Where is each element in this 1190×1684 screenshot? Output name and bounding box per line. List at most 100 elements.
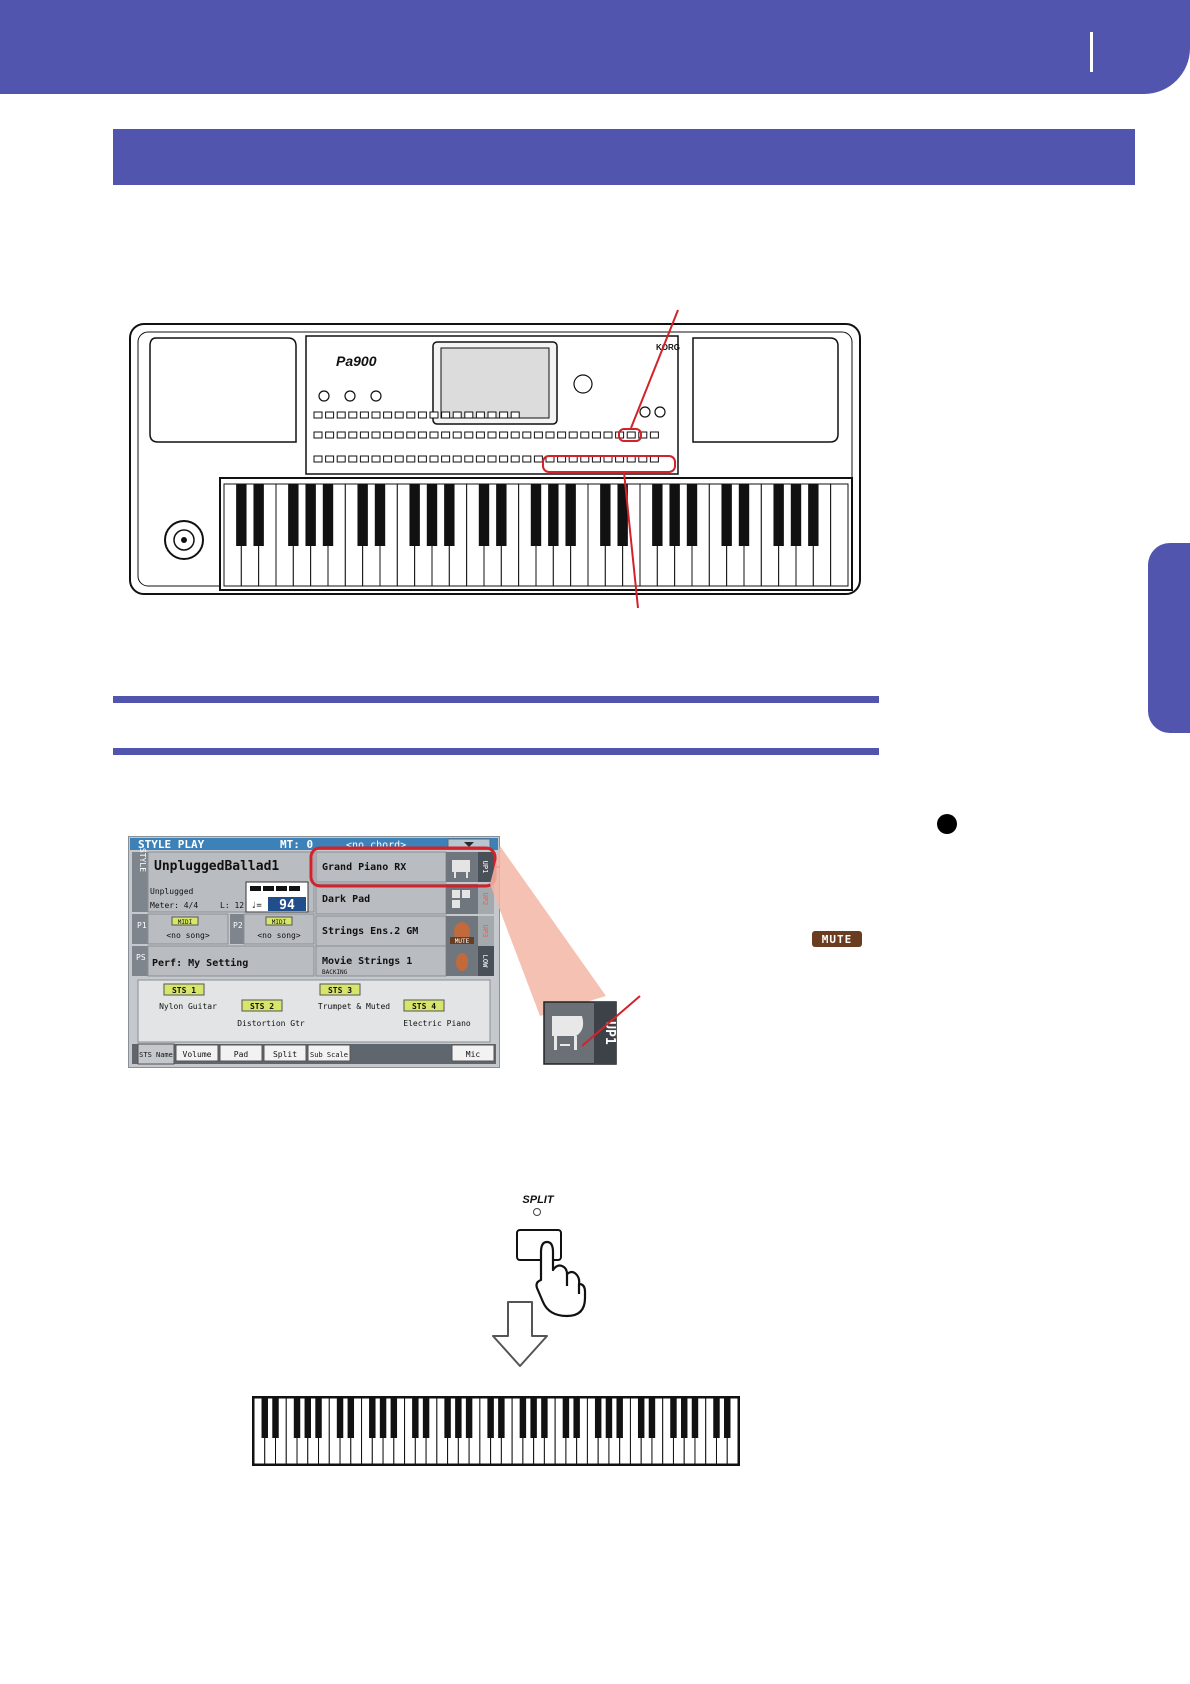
split-keyboard-diagram xyxy=(252,1396,740,1466)
midi-badge-1: MIDI xyxy=(178,919,193,926)
black-key xyxy=(444,1398,451,1438)
panel-button xyxy=(452,431,462,439)
zoomed-grand-piano-icon xyxy=(552,1016,584,1050)
panel-button xyxy=(348,455,358,463)
mute-badge-label: MUTE xyxy=(821,932,853,946)
keyboard-lcd-screen xyxy=(440,347,550,419)
black-key xyxy=(652,484,663,546)
split-led xyxy=(533,1208,541,1216)
mute-badge: MUTE xyxy=(812,931,862,947)
panel-button xyxy=(452,411,462,419)
black-key xyxy=(530,484,542,546)
panel-button xyxy=(336,411,346,419)
black-key xyxy=(409,484,420,546)
panel-button xyxy=(464,431,474,439)
black-key xyxy=(686,484,698,546)
zoom-detail: UP1 xyxy=(490,846,641,1065)
panel-button xyxy=(394,431,404,439)
black-key xyxy=(261,1398,268,1438)
callout-line-zoom xyxy=(581,995,641,1047)
black-key xyxy=(236,484,247,546)
black-key xyxy=(594,1398,602,1438)
panel-button xyxy=(417,431,427,439)
down-arrow-icon xyxy=(492,1301,548,1367)
song-2: <no song> xyxy=(257,931,301,940)
panel-button xyxy=(452,455,462,463)
chevron-down-icon xyxy=(464,842,474,847)
black-key xyxy=(617,484,628,546)
black-key xyxy=(808,484,819,546)
black-key xyxy=(790,484,802,546)
black-key xyxy=(530,1398,537,1438)
main-keys xyxy=(223,483,849,587)
panel-button xyxy=(603,431,613,439)
black-key xyxy=(336,1398,344,1438)
panel-button xyxy=(371,455,381,463)
black-key xyxy=(605,1398,613,1438)
panel-button xyxy=(348,411,358,419)
sts-1-button: STS 1 xyxy=(172,986,196,995)
panel-button xyxy=(406,431,416,439)
black-key xyxy=(669,484,680,546)
ps-label: PS xyxy=(136,953,146,962)
panel-button xyxy=(510,411,520,419)
black-key xyxy=(600,484,611,546)
p2-label: P2 xyxy=(233,921,243,930)
black-key xyxy=(422,1398,430,1438)
black-key xyxy=(541,1398,548,1438)
zoom-wedge xyxy=(490,846,606,1016)
panel-button xyxy=(499,455,509,463)
panel-button xyxy=(429,411,439,419)
panel-button xyxy=(417,411,427,419)
style-tab-label: STYLE xyxy=(138,848,147,872)
panel-button xyxy=(348,431,358,439)
panel-button xyxy=(522,431,532,439)
sts-buttons xyxy=(163,983,445,1012)
black-key xyxy=(616,1398,623,1438)
panel-button xyxy=(371,411,381,419)
display-tab-bar: STS Name Volume Pad Split Sub Scale Mic xyxy=(132,1043,496,1065)
black-key xyxy=(773,484,784,546)
panel-button xyxy=(510,455,520,463)
black-key xyxy=(305,484,316,546)
svg-text:♩=: ♩= xyxy=(251,901,262,911)
black-key xyxy=(498,1398,505,1438)
performance-name: Perf: My Setting xyxy=(152,957,248,969)
panel-buttons xyxy=(313,411,659,463)
subsection-rule-bottom xyxy=(113,748,879,755)
panel-button xyxy=(499,411,509,419)
panel-button xyxy=(441,411,451,419)
panel-button xyxy=(475,455,485,463)
black-key xyxy=(670,1398,677,1438)
white-key xyxy=(830,483,849,587)
subsection-rule-top xyxy=(113,696,879,703)
black-key xyxy=(691,1398,699,1438)
track-list: Grand Piano RX Dark Pad Strings Ens.2 GM… xyxy=(315,851,494,977)
panel-button xyxy=(591,431,601,439)
p1-label: P1 xyxy=(137,921,147,930)
split-button[interactable] xyxy=(505,1204,605,1320)
left-speaker-grille xyxy=(149,337,297,443)
panel-button xyxy=(383,431,393,439)
tab-mic: Mic xyxy=(466,1050,481,1059)
sts-4-button: STS 4 xyxy=(412,1002,436,1011)
header-divider xyxy=(1090,32,1093,72)
panel-button xyxy=(325,455,335,463)
panel-button xyxy=(580,431,590,439)
tab-volume: Volume xyxy=(183,1050,212,1059)
panel-button xyxy=(464,411,474,419)
black-key xyxy=(347,1398,355,1438)
tab-pad: Pad xyxy=(234,1050,249,1059)
black-key xyxy=(426,484,438,546)
keyboard-illustration: Pa900 KORG xyxy=(129,309,861,609)
page-header-band xyxy=(0,0,1190,94)
sts-3-button: STS 3 xyxy=(328,986,352,995)
panel-button xyxy=(313,411,323,419)
black-key xyxy=(465,1398,473,1438)
black-key xyxy=(390,1398,398,1438)
panel-button xyxy=(649,431,659,439)
right-speaker-grille xyxy=(692,337,839,443)
display-header-mt: MT: 0 xyxy=(280,838,313,851)
black-key xyxy=(379,1398,387,1438)
style-category: Unplugged xyxy=(150,887,194,896)
